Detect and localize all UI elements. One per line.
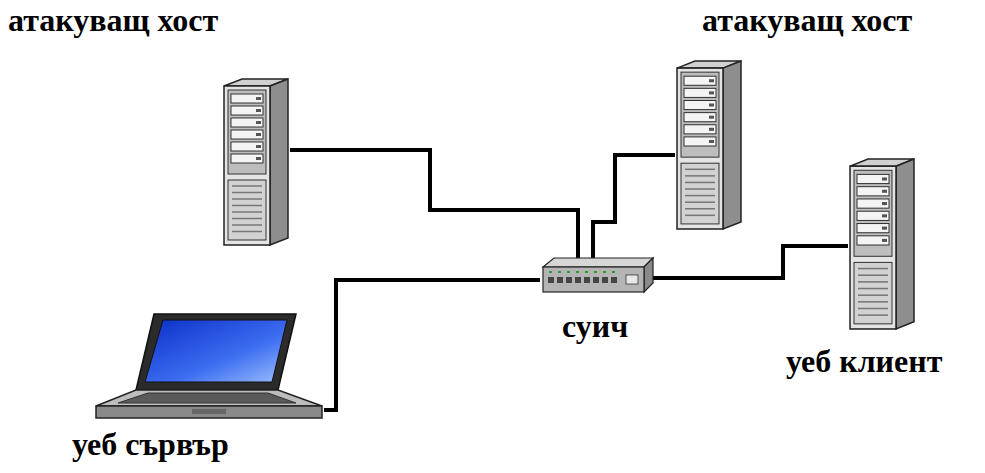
host-label: атакуващ хост — [6, 2, 220, 38]
server-label: уеб сървър — [70, 426, 231, 462]
network-cable — [593, 155, 675, 258]
web-server-laptop: уеб сървър — [92, 312, 324, 422]
web-client-icon — [848, 158, 916, 330]
client-label: уеб клиент — [784, 343, 944, 379]
attacker-host: атакуващ хост — [675, 60, 743, 230]
web-client: уеб клиент — [848, 158, 916, 330]
network-cable — [324, 280, 540, 410]
network-cable — [653, 246, 848, 278]
host-label: атакуващ хост — [700, 2, 914, 38]
switch-label: суич — [560, 308, 630, 344]
attacker-host-icon — [222, 78, 290, 246]
network-switch: суич — [540, 255, 655, 295]
network-cable — [290, 150, 578, 258]
attacker-host: атакуващ хост — [222, 78, 290, 246]
attacker-host-icon — [675, 60, 743, 230]
web-server-laptop-icon — [92, 312, 324, 422]
network-switch-icon — [540, 255, 655, 295]
